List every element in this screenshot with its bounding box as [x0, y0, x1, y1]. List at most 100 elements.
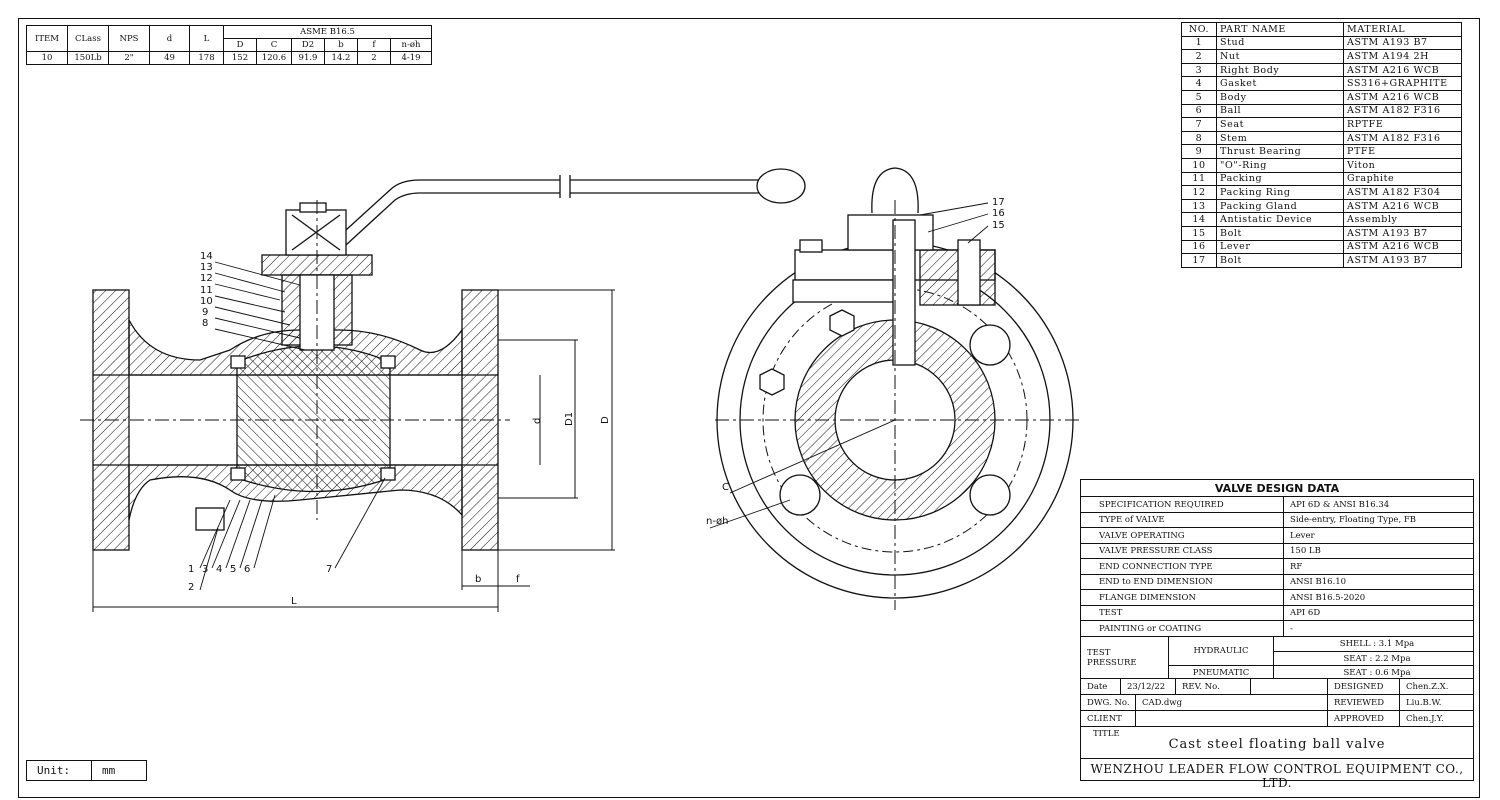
company-name: WENZHOU LEADER FLOW CONTROL EQUIPMENT CO…	[1090, 762, 1464, 790]
leader-9	[214, 317, 301, 339]
bolt-head-left	[799, 239, 823, 253]
bolt-right	[957, 239, 981, 306]
dwg-value: CAD.dwg	[1136, 695, 1328, 711]
reviewed-value: Liu.B.W.	[1406, 698, 1442, 708]
leader-C	[729, 419, 896, 494]
design-data-value: Side-entry, Floating Type, FB	[1283, 512, 1475, 528]
dim-label-d: d	[532, 418, 543, 424]
design-data-key: VALVE PRESSURE CLASS	[1099, 546, 1213, 557]
test-pressure-label: TEST PRESSURE	[1081, 637, 1169, 679]
spec-cell: 49	[149, 51, 190, 65]
unit-box: Unit: mm	[26, 760, 147, 781]
callout-labels: 14 13 12 11 10 9 8 1 3 4 5 6 2 7 17 16 1…	[188, 197, 1005, 607]
callout-6: 6	[244, 564, 250, 575]
leader-6	[253, 494, 276, 569]
approved-value: Chen.J.Y.	[1406, 714, 1444, 724]
rev-value	[1251, 679, 1328, 695]
shell-pressure: SHELL : 3.1 Mpa	[1339, 639, 1415, 649]
callout-17: 17	[992, 197, 1005, 208]
spec-cell: 2"	[108, 51, 150, 65]
approved-label: APPROVED	[1328, 711, 1400, 727]
callout-9: 9	[202, 307, 208, 318]
part-material: ASTM A193 B7	[1343, 253, 1462, 268]
design-data-row: END to END DIMENSION ANSI B16.10	[1081, 573, 1475, 590]
dim-label-D1: D1	[564, 412, 575, 426]
company-row: WENZHOU LEADER FLOW CONTROL EQUIPMENT CO…	[1081, 758, 1473, 790]
design-data-key: SPECIFICATION REQUIRED	[1099, 499, 1224, 510]
design-data-row: VALVE PRESSURE CLASS 150 LB	[1081, 542, 1475, 559]
leader-15	[967, 225, 989, 244]
client-label: CLIENT	[1081, 711, 1136, 727]
design-data-key: VALVE OPERATING	[1099, 530, 1185, 541]
part-number: 17	[1181, 253, 1217, 268]
design-data-key: PAINTING or COATING	[1099, 623, 1202, 634]
spec-cell: 120.6	[256, 51, 292, 65]
unit-value: mm	[102, 764, 116, 777]
spec-row: 10 150Lb 2" 49 178 152 120.6 91.9 14.2 2…	[26, 51, 432, 65]
valve-design-data-block: VALVE DESIGN DATA SPECIFICATION REQUIRED…	[1080, 479, 1475, 790]
lever-grip	[756, 168, 806, 204]
callout-2: 2	[188, 582, 194, 593]
callout-5: 5	[230, 564, 236, 575]
bolt-hole-br	[969, 474, 1011, 516]
design-data-value: -	[1283, 621, 1475, 637]
dwg-label: DWG. No.	[1081, 695, 1136, 711]
design-data-value: ANSI B16.10	[1283, 574, 1475, 590]
callout-15: 15	[992, 220, 1005, 231]
test-pressure-section: TEST PRESSURE HYDRAULIC PNEUMATIC SHELL …	[1081, 636, 1474, 679]
leader-13	[214, 272, 286, 293]
gland-top	[847, 214, 934, 251]
dwg-row: DWG. No. CAD.dwg REVIEWED Liu.B.W.	[1081, 694, 1473, 711]
bolt-hole-tr	[969, 324, 1011, 366]
leader-5	[239, 499, 263, 569]
title-row: TITLE Cast steel floating ball valve	[1081, 726, 1473, 759]
leader-14	[214, 261, 301, 286]
bottom-stud-nut	[195, 507, 225, 531]
designed-value: Chen.Z.X.	[1406, 682, 1449, 692]
leader-2	[199, 527, 219, 591]
reviewed-label: REVIEWED	[1328, 695, 1400, 711]
design-data-key: END to END DIMENSION	[1099, 577, 1213, 588]
bolt-hole-bl	[779, 474, 821, 516]
design-data-row: PAINTING or COATING -	[1081, 620, 1473, 637]
test-label-line2: PRESSURE	[1087, 658, 1137, 668]
stem-end-view	[892, 219, 916, 366]
spec-cell: 91.9	[291, 51, 325, 65]
leader-11	[214, 295, 286, 313]
unit-label: Unit:	[27, 761, 92, 780]
leader-10	[214, 306, 291, 326]
callout-10: 10	[200, 296, 213, 307]
stem-bolt-head	[299, 202, 327, 213]
spec-cell: 4-19	[390, 51, 432, 65]
design-data-value: RF	[1283, 559, 1475, 575]
leader-3	[211, 499, 241, 569]
stem-cross-b	[291, 214, 341, 251]
leader-4	[225, 499, 251, 569]
leader-1	[199, 499, 231, 569]
test-label-line1: TEST	[1087, 648, 1111, 658]
callout-16: 16	[992, 208, 1005, 219]
design-data-value: 150 LB	[1283, 543, 1475, 559]
callout-8: 8	[202, 318, 208, 329]
seat-bottom-right	[380, 467, 396, 481]
callout-3: 3	[202, 564, 208, 575]
seat-bottom-left	[230, 467, 246, 481]
callout-7: 7	[326, 564, 332, 575]
dim-label-b: b	[475, 574, 481, 585]
dim-label-D: D	[600, 416, 611, 424]
spec-header-class: CLass	[67, 25, 109, 52]
spec-header-l: L	[189, 25, 224, 52]
